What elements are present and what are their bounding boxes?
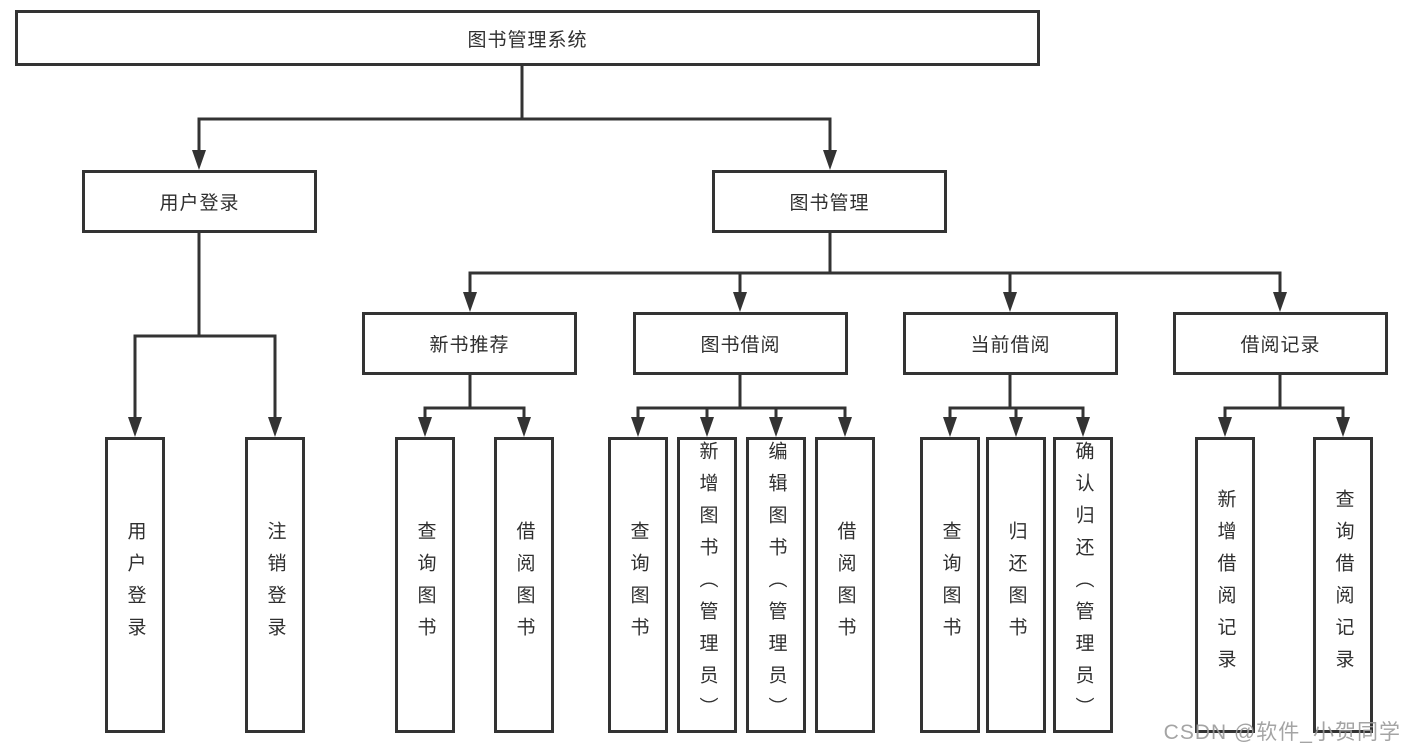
node-label: 查询图书: [627, 521, 649, 649]
node-label: 确认归还（管理员）: [1072, 441, 1094, 729]
node-label: 图书借阅: [700, 335, 781, 356]
node-label: 当前借阅: [970, 335, 1051, 356]
node-current-borrowing: 当前借阅: [903, 312, 1118, 375]
leaf-query-books-recommend: 查询图书: [395, 437, 455, 733]
node-label: 注销登录: [264, 521, 286, 649]
watermark: CSDN @软件_小贺同学: [1163, 721, 1401, 744]
leaf-logout-login: 注销登录: [245, 437, 305, 733]
node-label: 用户登录: [124, 521, 146, 649]
node-label: 查询图书: [414, 521, 436, 649]
node-label: 查询图书: [939, 521, 961, 649]
node-label: 用户登录: [159, 193, 240, 214]
node-label: 借阅图书: [834, 521, 856, 649]
leaf-user-login: 用户登录: [105, 437, 165, 733]
arrowheads-group: [128, 150, 1350, 437]
leaf-borrow-books-recommend: 借阅图书: [494, 437, 554, 733]
leaf-borrow-books-borrowing: 借阅图书: [815, 437, 875, 733]
node-label: 图书管理系统: [467, 29, 588, 51]
node-book-management: 图书管理: [712, 170, 947, 233]
node-label: 新书推荐: [429, 335, 510, 356]
node-new-book-recommendation: 新书推荐: [362, 312, 577, 375]
node-library-management-system: 图书管理系统: [15, 10, 1040, 66]
leaf-add-books-admin: 新增图书（管理员）: [677, 437, 737, 733]
leaf-confirm-return-admin: 确认归还（管理员）: [1053, 437, 1113, 733]
leaf-return-books: 归还图书: [986, 437, 1046, 733]
node-label: 图书管理: [789, 193, 870, 214]
node-user-login: 用户登录: [82, 170, 317, 233]
node-label: 编辑图书（管理员）: [765, 441, 787, 729]
node-book-borrowing: 图书借阅: [633, 312, 848, 375]
leaf-query-borrow-record: 查询借阅记录: [1313, 437, 1373, 733]
leaf-add-borrow-record: 新增借阅记录: [1195, 437, 1255, 733]
node-borrowing-records: 借阅记录: [1173, 312, 1388, 375]
node-label: 新增图书（管理员）: [696, 441, 718, 729]
node-label: 归还图书: [1005, 521, 1027, 649]
node-label: 新增借阅记录: [1214, 489, 1236, 681]
node-label: 借阅图书: [513, 521, 535, 649]
node-label: 查询借阅记录: [1332, 489, 1354, 681]
leaf-edit-books-admin: 编辑图书（管理员）: [746, 437, 806, 733]
leaf-query-books-borrowing: 查询图书: [608, 437, 668, 733]
node-label: 借阅记录: [1240, 335, 1321, 356]
leaf-query-books-current: 查询图书: [920, 437, 980, 733]
